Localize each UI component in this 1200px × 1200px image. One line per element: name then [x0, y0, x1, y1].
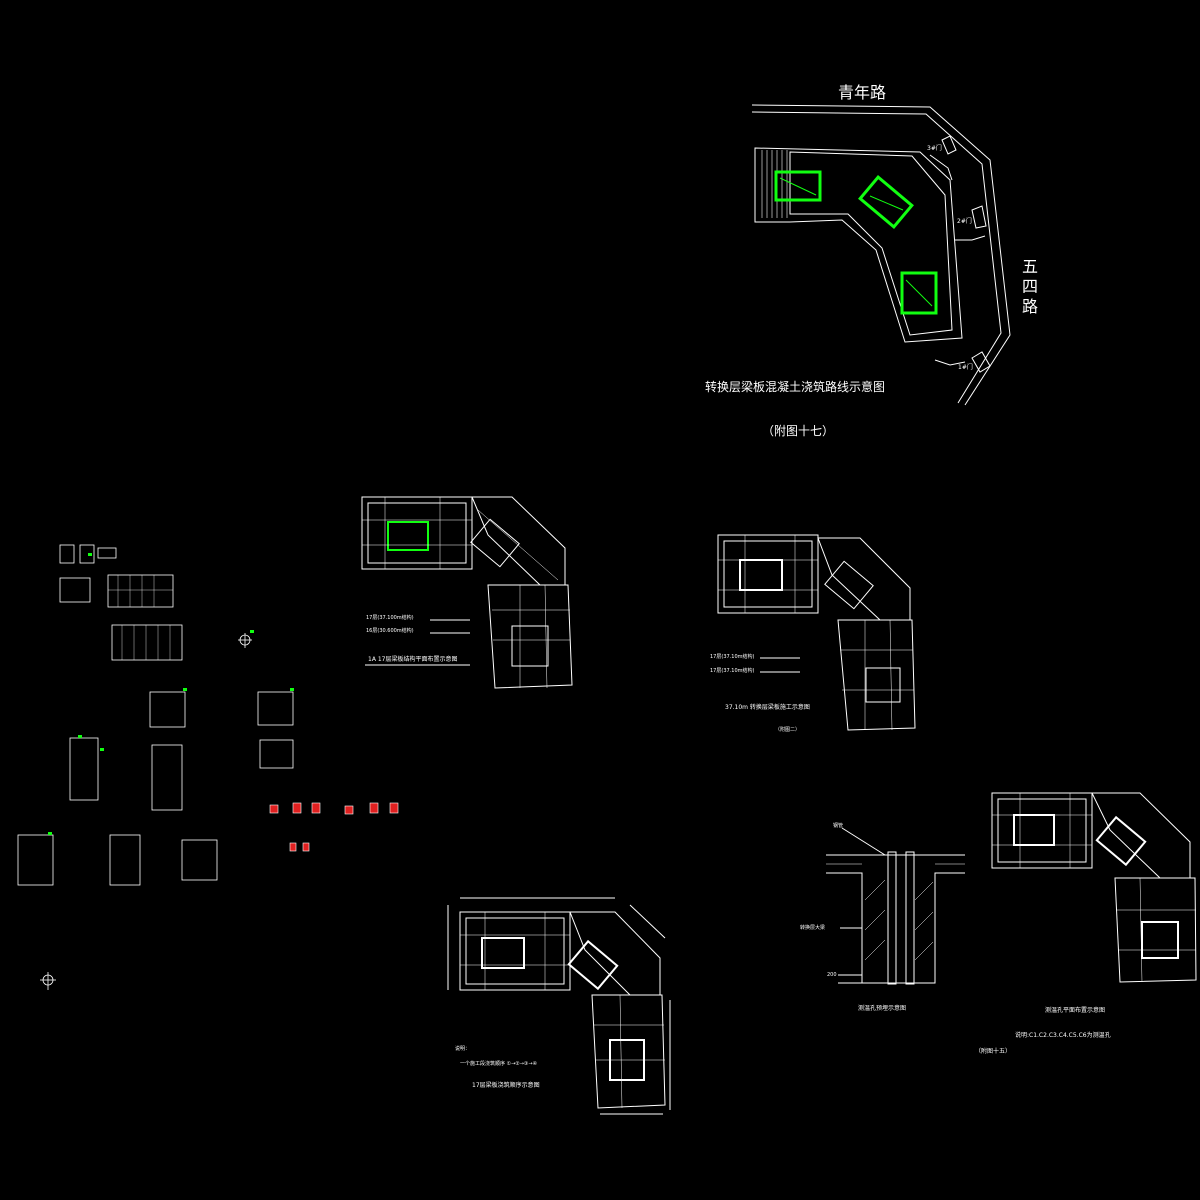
site-plan-title: 转换层梁板混凝土浇筑路线示意图	[705, 380, 886, 394]
gate-3-label: 3#门	[927, 145, 942, 152]
gate-1-icon	[971, 351, 991, 373]
section-label-beam: 转换层大梁	[800, 925, 826, 931]
plan-b-line1: 17层(37.10m结构)	[710, 654, 755, 660]
gate-1-label: 1#门	[958, 364, 973, 371]
plan-a-line2: 16层(30.600m结构)	[366, 628, 414, 634]
pour-zone-2	[858, 175, 914, 229]
site-plan	[751, 104, 1011, 406]
floor-plan-c	[447, 897, 671, 1115]
green-marks	[48, 553, 294, 835]
plan-b-figure-no: （附图二）	[775, 727, 801, 733]
red-details	[269, 802, 399, 852]
road-label-north: 青年路	[838, 83, 887, 102]
plan-c-note-head: 说明：	[455, 1046, 471, 1052]
section-detail	[826, 827, 965, 985]
section-label-pipe: 钢管	[833, 823, 844, 829]
road-edge-outer	[751, 104, 1011, 406]
plan-d-note: 说明:C1.C2.C3.C4.C5.C6为测温孔	[1015, 1032, 1111, 1039]
pour-zone-3	[900, 271, 938, 315]
floor-plan-d	[991, 792, 1197, 983]
plan-b-line2: 17层(37.10m结构)	[710, 668, 755, 674]
site-boundary	[754, 147, 963, 343]
pour-zone-1	[774, 170, 822, 202]
gate-2-label: 2#门	[957, 218, 972, 225]
plan-c-title: 17层梁板浇筑顺序示意图	[472, 1082, 540, 1089]
site-plan-figure-no: （附图十七）	[762, 424, 835, 438]
plan-c-note-body: 一个施工段浇筑顺序 ①→②→③→④	[460, 1061, 538, 1067]
plan-d-figure-no: （附图十五）	[975, 1048, 1012, 1055]
section-title: 测温孔预埋示意图	[858, 1005, 907, 1012]
road-label-east: 五四路	[1019, 258, 1038, 318]
detail-clusters	[17, 544, 294, 990]
floor-plan-b	[717, 534, 916, 731]
section-dim: 200	[827, 972, 837, 978]
plan-d-title: 测温孔平面布置示意图	[1045, 1007, 1106, 1014]
plan-b-title: 37.10m 转换层梁板施工示意图	[725, 704, 810, 711]
road-edge-inner	[751, 111, 1002, 404]
plan-a-line1: 17层(37.100m结构)	[366, 615, 414, 621]
building-outline	[789, 151, 953, 336]
plan-a-title: 1A 17层梁板结构平面布置示意图	[368, 656, 458, 663]
gate-3-icon	[941, 135, 957, 155]
floor-plan-a	[361, 496, 573, 689]
gate-2-icon	[971, 205, 987, 229]
